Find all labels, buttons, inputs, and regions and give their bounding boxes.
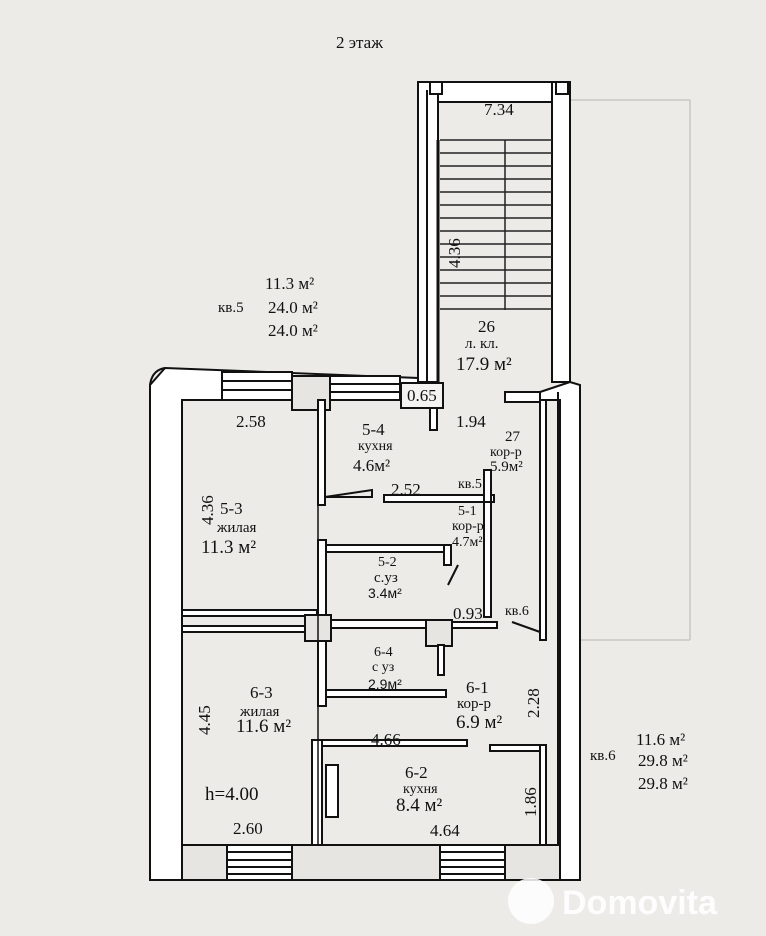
room-6-1-number: 6-1 <box>466 678 489 697</box>
interior-walls <box>181 391 547 846</box>
stair-steps <box>440 139 552 310</box>
room-6-1-name: кор-р <box>457 696 492 712</box>
window-width-box: 0.65 <box>400 382 444 409</box>
room-5-1-name: кор-р <box>452 519 484 534</box>
room-6-3-name: жилая <box>240 704 280 720</box>
room-27-number: 27 <box>505 429 520 445</box>
watermark: Domovita <box>508 878 748 928</box>
wall-outline-inner <box>181 400 319 845</box>
stairwell <box>417 81 571 383</box>
room-5-4-area: 4.6м² <box>353 456 391 475</box>
room-6-2-name: кухня <box>403 782 438 797</box>
stair-height-dim: 4.36 <box>445 238 464 268</box>
stair-number: 26 <box>478 317 495 336</box>
room-6-2-area: 8.4 м² <box>396 795 443 816</box>
floor-title: 2 этаж <box>336 33 383 52</box>
room-5-2-name: с.уз <box>374 570 398 586</box>
room-5-1-number: 5-1 <box>458 504 477 519</box>
watermark-text: Domovita <box>562 884 717 922</box>
ceiling-height: h=4.00 <box>205 784 259 805</box>
dim-4-36: 4.36 <box>198 495 217 525</box>
dim-2-58: 2.58 <box>236 412 266 431</box>
dim-1-86: 1.86 <box>521 787 540 817</box>
apt5-area-1: 11.3 м² <box>265 274 315 293</box>
dim-4-66: 4.66 <box>371 730 401 749</box>
apt6-door-label: кв.6 <box>505 604 529 619</box>
dim-4-45: 4.45 <box>195 705 214 735</box>
room-5-2-number: 5-2 <box>378 555 397 570</box>
bottom-windows <box>181 844 561 881</box>
stair-width-dim: 7.34 <box>484 100 514 119</box>
dim-4-64: 4.64 <box>430 821 460 840</box>
apt6-area-3: 29.8 м² <box>638 774 688 793</box>
apt6-area-1: 11.6 м² <box>636 730 686 749</box>
room-6-4-area: 2.9м² <box>368 676 402 692</box>
room-6-1-area: 6.9 м² <box>456 712 503 733</box>
apt5-door-label: кв.5 <box>458 477 482 492</box>
apt5-label: кв.5 <box>218 300 244 316</box>
watermark-logo-icon <box>508 878 554 924</box>
dim-2-52: 2.52 <box>391 480 421 499</box>
apt5-area-3: 24.0 м² <box>268 321 318 340</box>
room-6-4-number: 6-4 <box>374 645 393 660</box>
room-5-4-name: кухня <box>358 439 393 454</box>
room-6-3-number: 6-3 <box>250 683 273 702</box>
room-6-2-number: 6-2 <box>405 763 428 782</box>
stair-area: 17.9 м² <box>456 354 512 375</box>
room-5-3-area: 11.3 м² <box>201 537 257 558</box>
room-27-area: 5.9м² <box>490 459 523 475</box>
apt6-area-2: 29.8 м² <box>638 751 688 770</box>
dim-2-28: 2.28 <box>524 688 543 718</box>
dim-1-94: 1.94 <box>456 412 486 431</box>
stair-name: л. кл. <box>465 336 499 352</box>
dim-2-60: 2.60 <box>233 819 263 838</box>
top-windows <box>221 371 401 411</box>
room-5-3-name: жилая <box>217 520 257 536</box>
room-27-name: кор-р <box>490 445 522 460</box>
room-5-3-number: 5-3 <box>220 499 243 518</box>
room-5-4-number: 5-4 <box>362 420 385 439</box>
apt6-label: кв.6 <box>590 748 616 764</box>
apt5-area-2: 24.0 м² <box>268 298 318 317</box>
room-6-3-area: 11.6 м² <box>236 716 292 737</box>
room-6-4-name: с уз <box>372 660 395 675</box>
room-5-1-area: 4.7м² <box>452 535 483 550</box>
dim-0-93: 0.93 <box>453 604 483 623</box>
room-5-2-area: 3.4м² <box>368 585 402 601</box>
